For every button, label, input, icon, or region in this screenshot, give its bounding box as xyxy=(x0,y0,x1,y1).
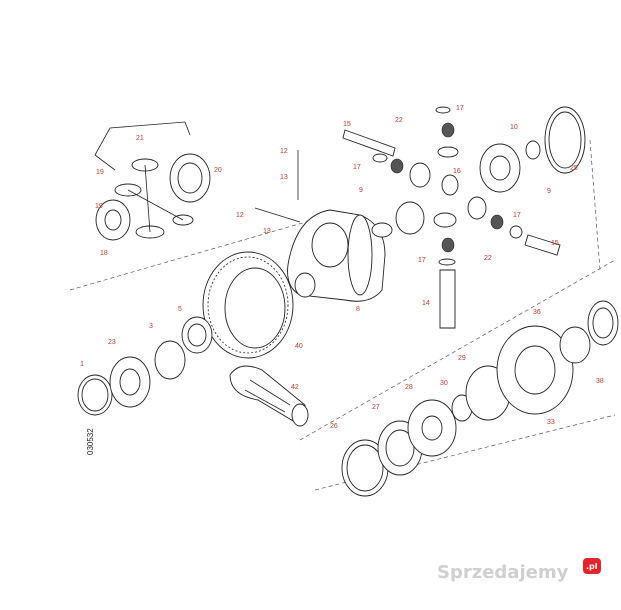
label-19b: 19 xyxy=(95,203,103,210)
label-10: 10 xyxy=(510,124,518,131)
watermark: Sprzedajemy .pl xyxy=(437,558,601,583)
upper-right-assembly xyxy=(342,106,586,329)
label-22a: 22 xyxy=(395,117,403,124)
label-38: 38 xyxy=(596,378,604,385)
label-17c: 17 xyxy=(513,212,521,219)
spider-gear-group xyxy=(94,121,211,241)
label-12a: 12 xyxy=(280,148,288,155)
label-12b: 12 xyxy=(236,212,244,219)
drawing-code: 030532 xyxy=(86,428,95,455)
label-17a: 17 xyxy=(456,105,464,112)
label-8: 8 xyxy=(356,306,360,313)
label-26: 26 xyxy=(330,423,338,430)
label-25: 25 xyxy=(570,165,578,172)
watermark-badge-bg xyxy=(583,558,601,574)
label-40: 40 xyxy=(295,343,303,350)
label-17b: 17 xyxy=(353,164,361,171)
label-15b: 15 xyxy=(551,240,559,247)
label-16: 16 xyxy=(453,168,461,175)
label-20: 20 xyxy=(214,167,222,174)
label-21: 21 xyxy=(136,135,144,142)
label-13a: 13 xyxy=(280,174,288,181)
crown-wheel xyxy=(202,251,294,359)
label-29: 29 xyxy=(458,355,466,362)
pinion-shaft xyxy=(229,365,309,427)
label-30: 30 xyxy=(440,380,448,387)
label-28: 28 xyxy=(405,384,413,391)
label-23: 23 xyxy=(108,339,116,346)
label-5: 5 xyxy=(178,306,182,313)
label-9b: 9 xyxy=(359,187,363,194)
label-19a: 19 xyxy=(96,169,104,176)
label-42: 42 xyxy=(291,384,299,391)
label-18: 18 xyxy=(100,250,108,257)
label-17d: 17 xyxy=(418,257,426,264)
label-13b: 13 xyxy=(263,228,271,235)
pin-group xyxy=(254,150,301,223)
label-15a: 15 xyxy=(343,121,351,128)
label-14: 14 xyxy=(422,300,430,307)
differential-housing xyxy=(287,209,386,302)
label-9a: 9 xyxy=(547,188,551,195)
watermark-text: Sprzedajemy xyxy=(437,562,569,583)
label-33: 33 xyxy=(547,419,555,426)
watermark-badge: .pl xyxy=(586,562,598,571)
left-ring-stack xyxy=(77,316,213,416)
label-36: 36 xyxy=(533,309,541,316)
part-labels: 1 23 3 5 40 42 8 12 13 12 13 21 19 19 20… xyxy=(80,105,604,430)
lower-right-assembly xyxy=(341,300,619,497)
label-3: 3 xyxy=(149,323,153,330)
label-27: 27 xyxy=(372,404,380,411)
label-1: 1 xyxy=(80,361,84,368)
label-22b: 22 xyxy=(484,255,492,262)
